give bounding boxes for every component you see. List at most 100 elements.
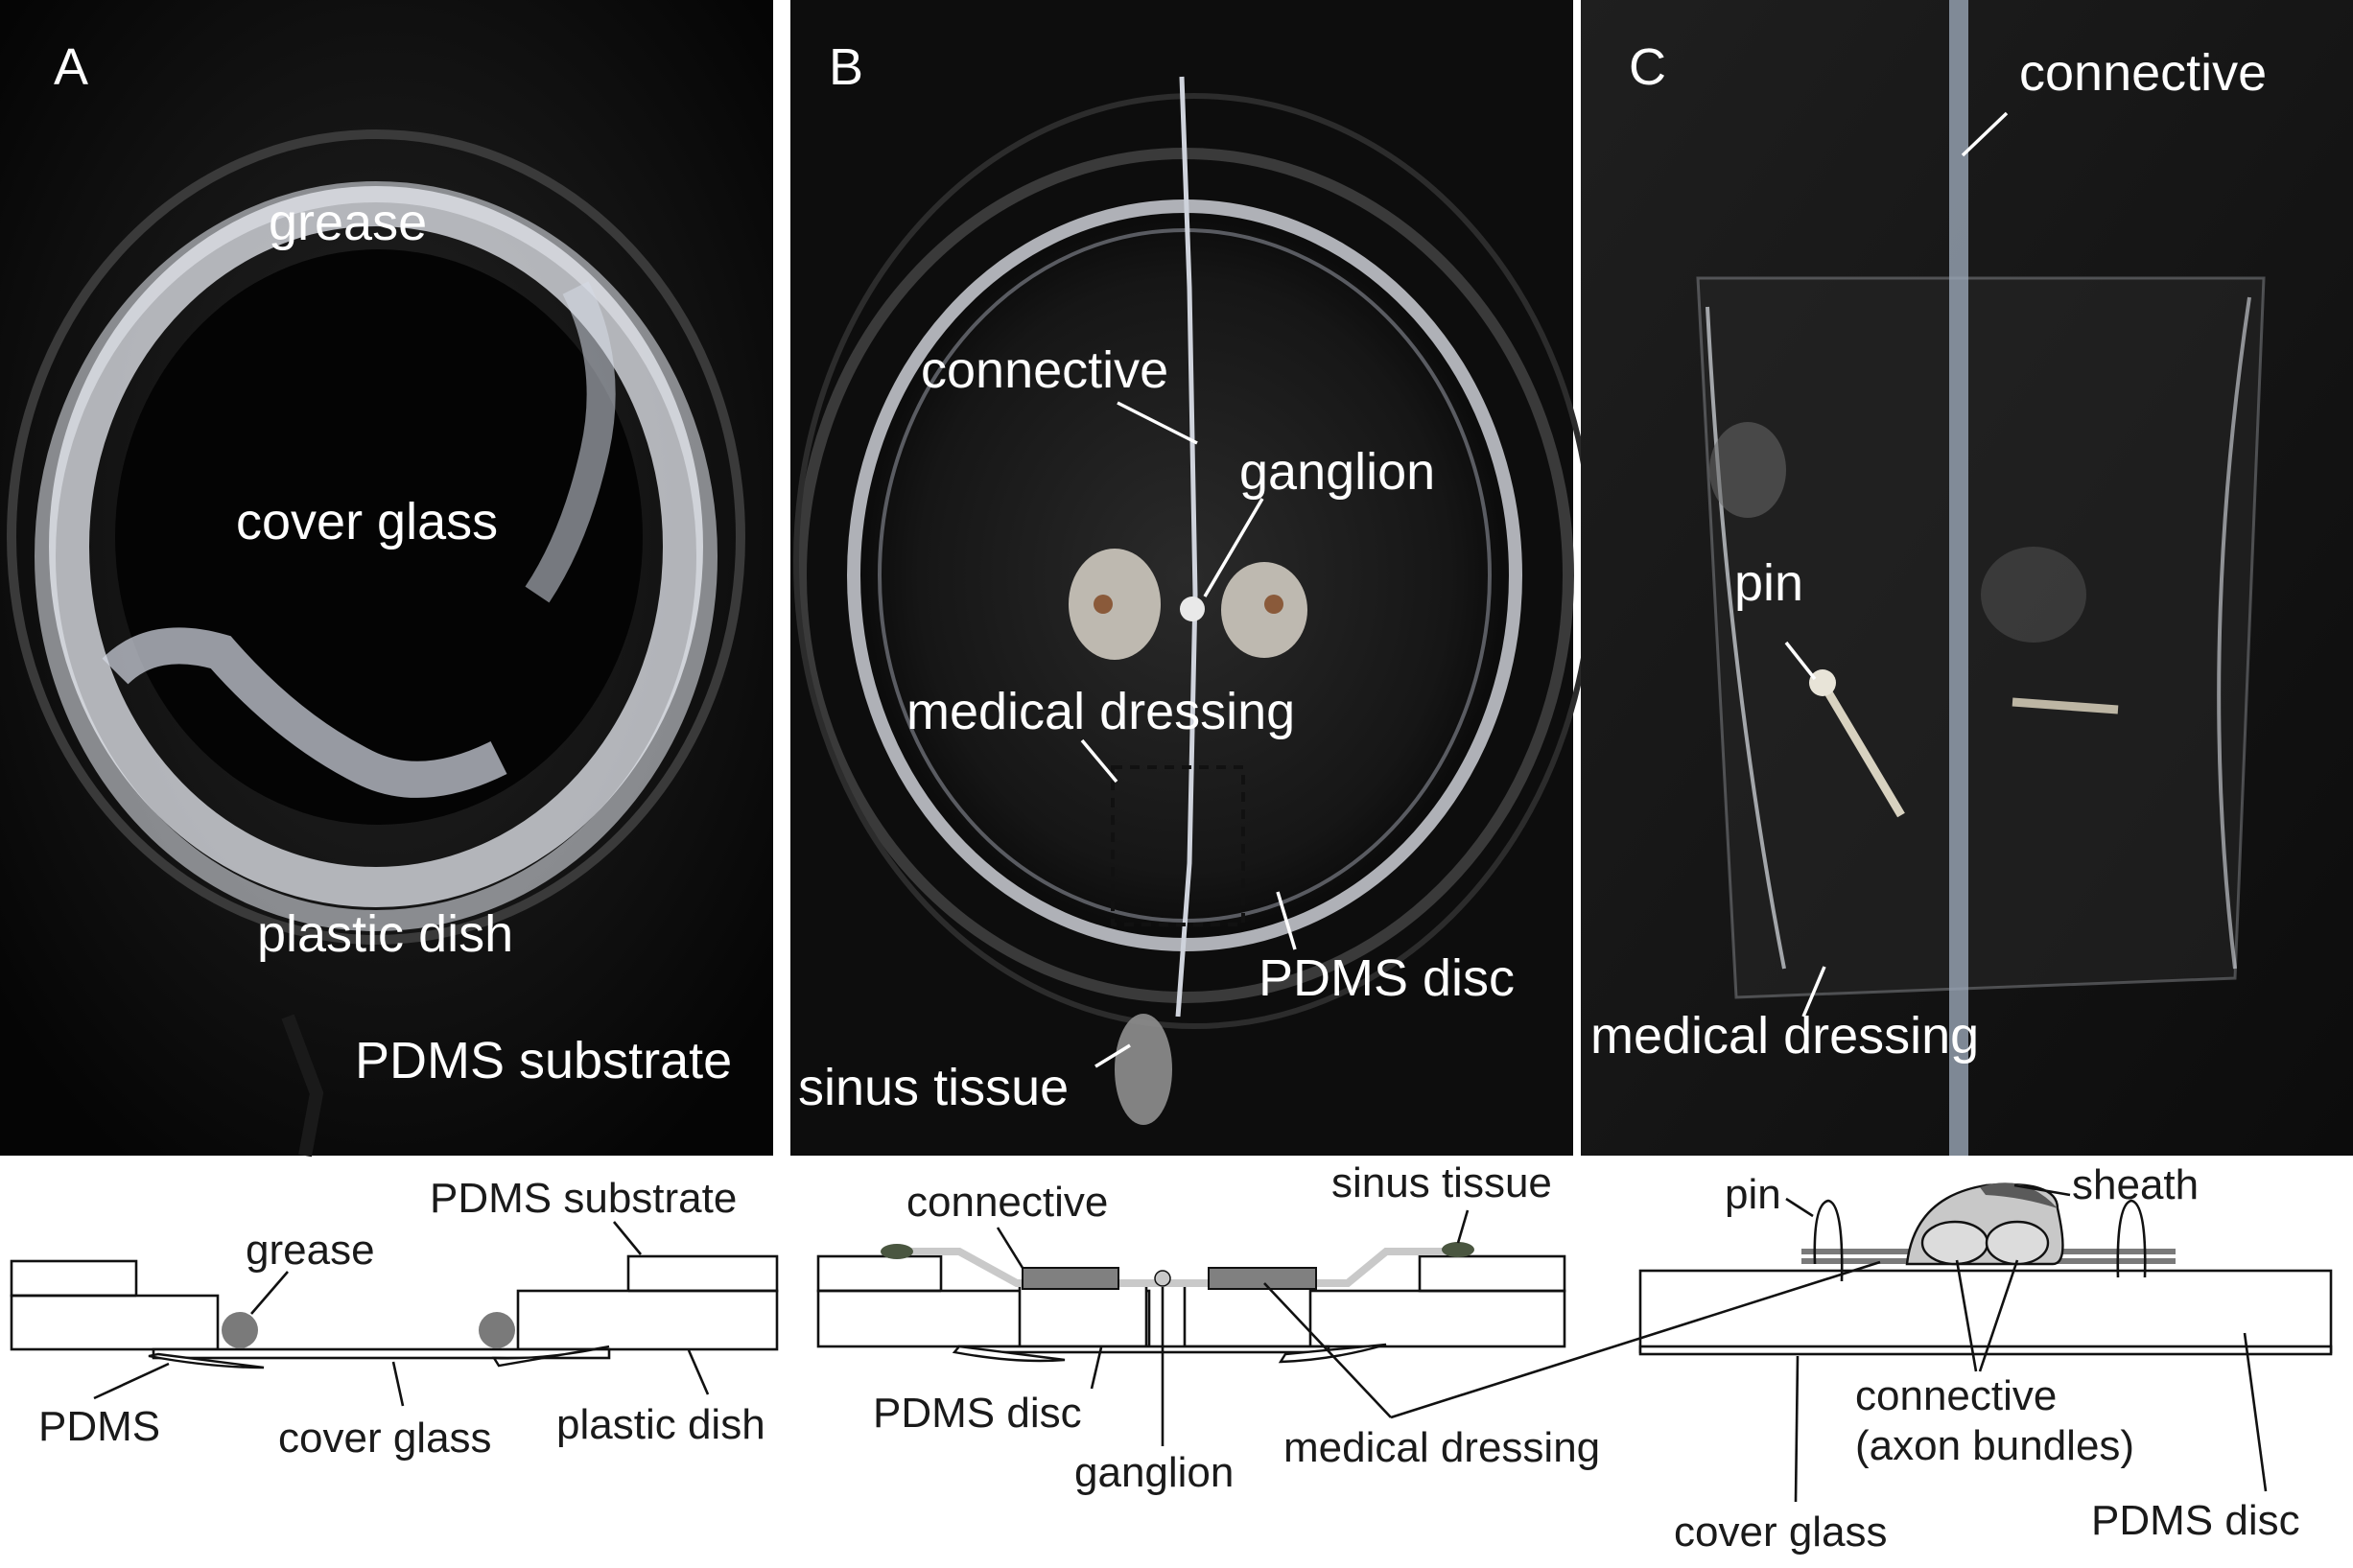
sa-right-substrate — [626, 1254, 779, 1293]
sa-grease-left — [222, 1312, 258, 1348]
connective-nerve-c — [1949, 0, 1968, 1156]
dressing-sheet — [1696, 276, 2266, 999]
sa-pdms-leader — [93, 1362, 170, 1400]
left-tissue — [1069, 549, 1161, 660]
dressing-region-box — [1111, 765, 1245, 926]
sc-pdms-disc-leader — [2243, 1332, 2268, 1492]
photo-c-connective-label: connective — [2019, 44, 2267, 102]
photo-b-pdms-disc-label: PDMS disc — [1259, 949, 1515, 1007]
sb-left-disc — [1018, 1283, 1148, 1348]
sa-pdms-right — [491, 1345, 610, 1368]
sb-connective-strand — [897, 1248, 1448, 1287]
sa-pdms-left — [148, 1352, 265, 1369]
sb-pdms-disc-leader — [1090, 1346, 1103, 1390]
sb-dressing-left — [1022, 1267, 1119, 1290]
sb-connective-leader — [996, 1227, 1024, 1269]
sa-plastic-dish-label: plastic dish — [556, 1401, 765, 1448]
panel-a-photo: A grease cover glass plastic dish PDMS s… — [0, 0, 773, 1158]
sc-pin-right — [2116, 1199, 2147, 1278]
dressing-edge-left — [1706, 306, 1786, 970]
sb-sinus-tissue-label: sinus tissue — [1331, 1159, 1552, 1206]
sc-axon-bundle-right — [1985, 1220, 2050, 1266]
photo-c-pin-label: pin — [1734, 554, 1803, 612]
sc-axon-bundle-left — [1920, 1220, 1989, 1266]
schematic-a: PDMS substrate grease PDMS cover glass p… — [10, 1175, 779, 1462]
sa-grease-label: grease — [246, 1227, 375, 1274]
panel-a-letter: A — [54, 38, 88, 96]
photo-a-grease-label: grease — [269, 194, 427, 251]
ganglion-blob — [1180, 597, 1205, 621]
sb-medical-dressing-label: medical dressing — [1283, 1424, 1600, 1471]
sb-pdms-left — [952, 1345, 1066, 1363]
sc-pin-leader — [1785, 1197, 1814, 1218]
sc-medical-dressing-leader — [1390, 1260, 1881, 1419]
sa-cover-glass-leader — [391, 1361, 405, 1407]
sc-sheath-label: sheath — [2072, 1161, 2199, 1208]
panel-c-photo: C connective pin medical dressing — [1581, 0, 2353, 1156]
photo-b-connective-label: connective — [921, 341, 1168, 399]
photo-b-ganglion-label: ganglion — [1239, 443, 1435, 501]
sb-tissue-right — [1442, 1242, 1474, 1257]
sa-left-dish — [10, 1294, 220, 1351]
sb-connective-label: connective — [906, 1179, 1108, 1226]
right-tissue — [1221, 562, 1307, 658]
right-tissue-spot — [1264, 595, 1283, 614]
sc-sheath — [1980, 1182, 2058, 1208]
sc-connective-leader-left — [1955, 1259, 1978, 1372]
sa-grease-right — [479, 1312, 515, 1348]
sc-cover-glass-leader — [1794, 1355, 1800, 1503]
sc-axon-bundles-label: (axon bundles) — [1855, 1422, 2134, 1469]
panel-b-photo: B connective ganglion medical dressing P… — [790, 0, 1595, 1156]
grease-smear — [102, 627, 507, 798]
second-pin — [2012, 697, 2119, 714]
photo-b-ganglion-leader — [1203, 498, 1264, 597]
sc-connective-label: connective — [1855, 1372, 2057, 1419]
photo-c-connective-leader — [1961, 111, 2009, 157]
tissue-fragment-right — [1981, 547, 2086, 643]
plastic-dish-rim — [7, 129, 745, 945]
sc-pdms-disc-label: PDMS disc — [2091, 1497, 2300, 1544]
photo-a-cover-glass-label: cover glass — [236, 493, 498, 550]
sinus-tissue-blob — [1115, 1014, 1172, 1125]
sc-cover-glass-label: cover glass — [1674, 1509, 1888, 1556]
sa-pdms-substrate-leader — [612, 1221, 643, 1255]
sb-ganglion-dot — [1154, 1270, 1171, 1287]
photo-b-connective-leader — [1117, 401, 1198, 445]
sb-pdms-right — [1278, 1343, 1387, 1364]
sc-connective-leader-right — [1978, 1259, 2019, 1372]
photo-c-medical-dressing-label: medical dressing — [1590, 1007, 1979, 1065]
sb-pdms-disc-label: PDMS disc — [873, 1390, 1082, 1437]
sb-medical-dressing-leader — [1263, 1282, 1392, 1418]
schematic-c: pin sheath connective (axon bundles) cov… — [1390, 1161, 2333, 1556]
sa-right-dish — [516, 1289, 779, 1351]
photo-b-pdms-disc-leader — [1276, 891, 1297, 950]
sb-sinus-tissue-leader — [1456, 1209, 1470, 1244]
photo-c-pin-leader — [1784, 641, 1817, 681]
sa-cover-glass — [152, 1347, 611, 1360]
sa-plastic-dish-leader — [687, 1349, 710, 1395]
sb-ganglion-label: ganglion — [1074, 1449, 1234, 1496]
photo-a-pdms-substrate-label: PDMS substrate — [355, 1032, 732, 1089]
sb-left-substrate — [816, 1254, 943, 1293]
pin-head — [1809, 669, 1836, 696]
grease-smear-right — [525, 281, 616, 603]
pdms-disc-area — [854, 206, 1516, 945]
grease-ring — [49, 186, 703, 907]
sb-right-substrate — [1418, 1254, 1566, 1293]
photo-c-dressing-leader — [1801, 966, 1826, 1018]
photo-b-dressing-leader — [1080, 738, 1118, 784]
photo-b-sinus-tissue-label: sinus tissue — [798, 1059, 1069, 1116]
left-tissue-spot — [1094, 595, 1113, 614]
photo-a-plastic-dish-label: plastic dish — [257, 905, 513, 963]
sc-sheath-leader — [2013, 1183, 2071, 1197]
panel-b-letter: B — [829, 38, 863, 96]
pin-shaft — [1824, 690, 1905, 818]
sc-pdms-disc — [1638, 1269, 2333, 1354]
schematic-b: connective sinus tissue PDMS disc gangli… — [816, 1159, 1600, 1496]
sb-right-disc — [1183, 1283, 1313, 1348]
sb-cover-glass — [957, 1345, 1330, 1354]
dressing-edge-right — [2217, 296, 2251, 970]
sc-pin-left — [1813, 1199, 1844, 1282]
sc-pin-label: pin — [1725, 1171, 1781, 1218]
